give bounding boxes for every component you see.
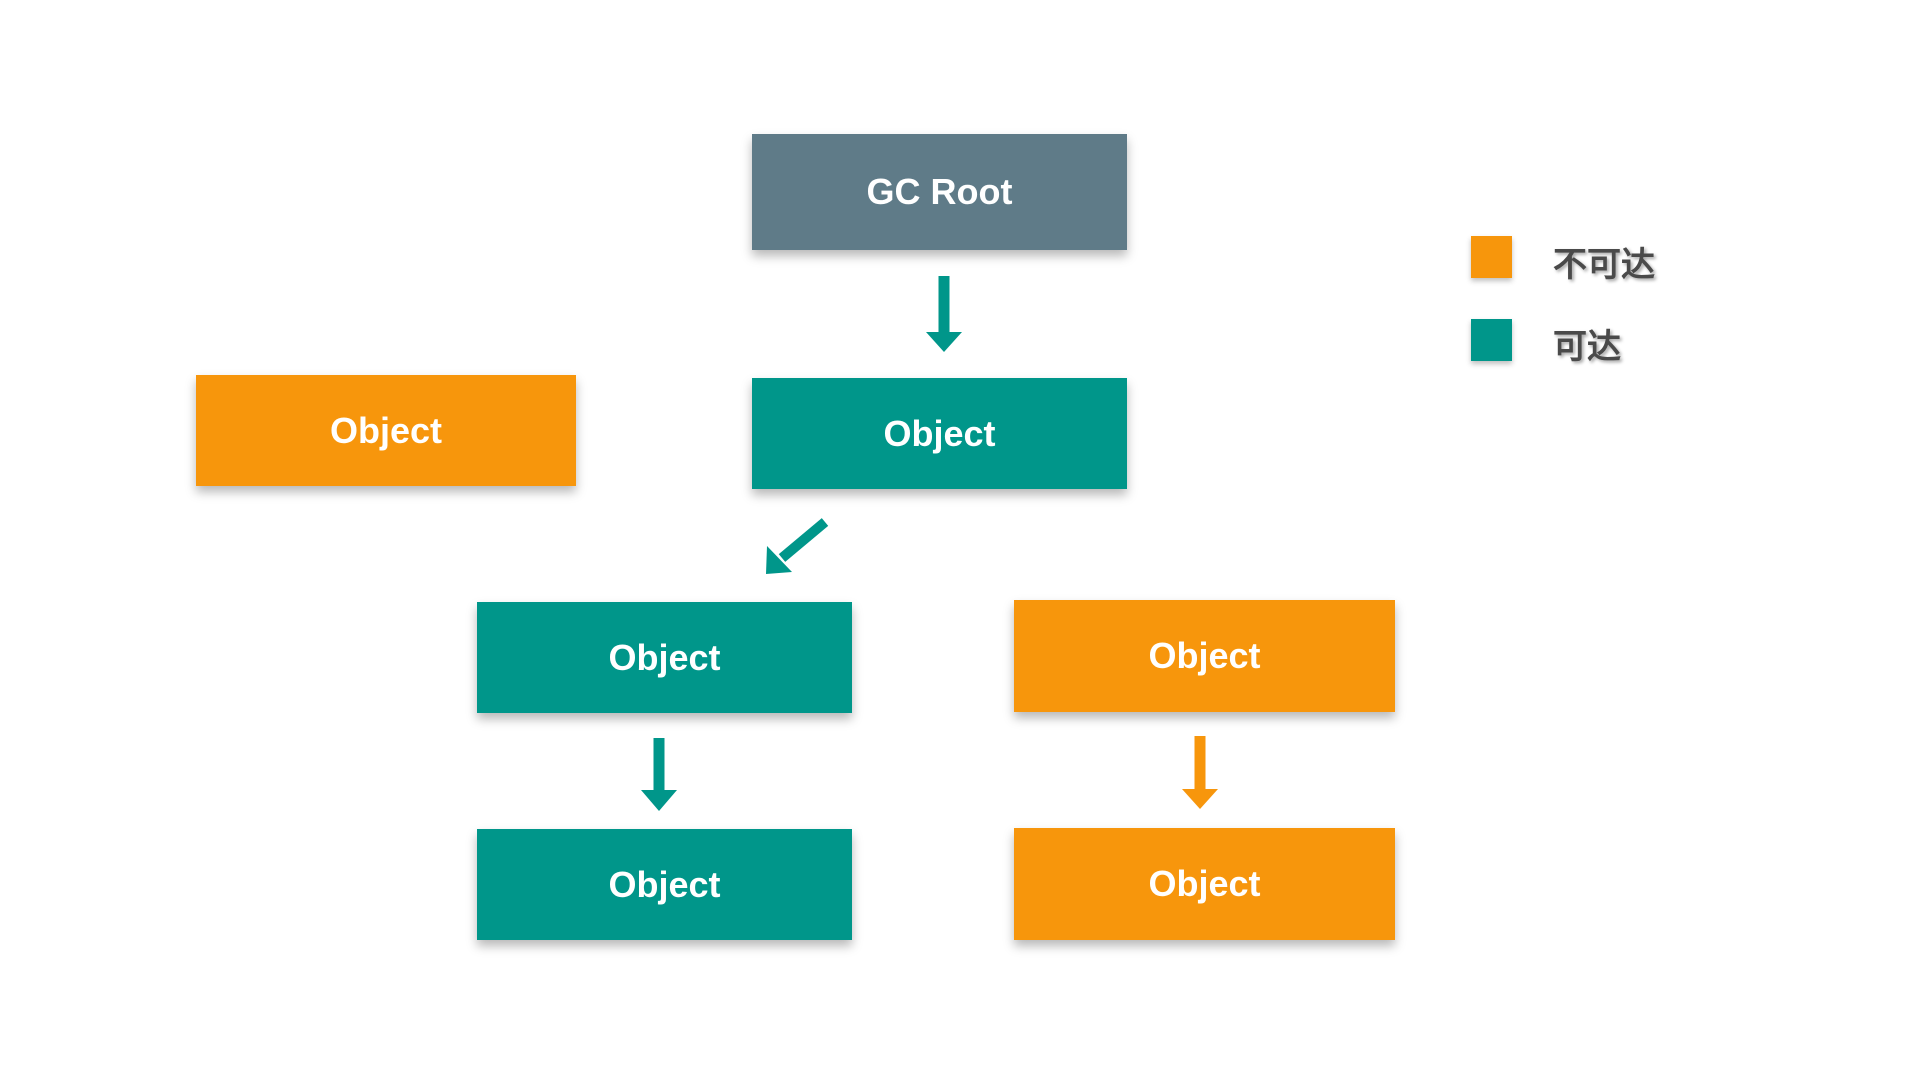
reachable-leaf-object-node: Object: [477, 829, 852, 940]
unreachable-object-a-node: Object: [1014, 600, 1395, 712]
unreachable-object-b-label: Object: [1148, 863, 1261, 904]
unreachable-object-a-label: Object: [1148, 635, 1261, 676]
legend-swatch-reachable: [1471, 319, 1512, 361]
reachable-leaf-object-label: Object: [608, 863, 721, 905]
gc-root-node: GC Root: [752, 134, 1127, 250]
legend-label-unreachable: 不可达: [1553, 245, 1655, 285]
isolated-object-node: Object: [196, 375, 576, 486]
legend-label-reachable: 可达: [1553, 327, 1621, 367]
reachable-grandchild-object-label: Object: [608, 636, 721, 678]
edge-arrow-unreachable-a-to-b: [1182, 736, 1218, 809]
isolated-object-label: Object: [329, 409, 443, 451]
edge-arrow-child-to-grandchild: [766, 518, 829, 574]
reachable-child-object-node: Object: [752, 378, 1127, 489]
reachable-child-object-label: Object: [883, 412, 996, 454]
edge-arrow-grandchild-to-leaf: [641, 738, 677, 811]
edge-arrow-root-to-child: [926, 276, 962, 352]
gc-root-label: GC Root: [866, 171, 1013, 212]
reachable-grandchild-object-node: Object: [477, 602, 852, 713]
legend-swatch-unreachable: [1471, 236, 1512, 278]
unreachable-object-b-node: Object: [1014, 828, 1395, 940]
